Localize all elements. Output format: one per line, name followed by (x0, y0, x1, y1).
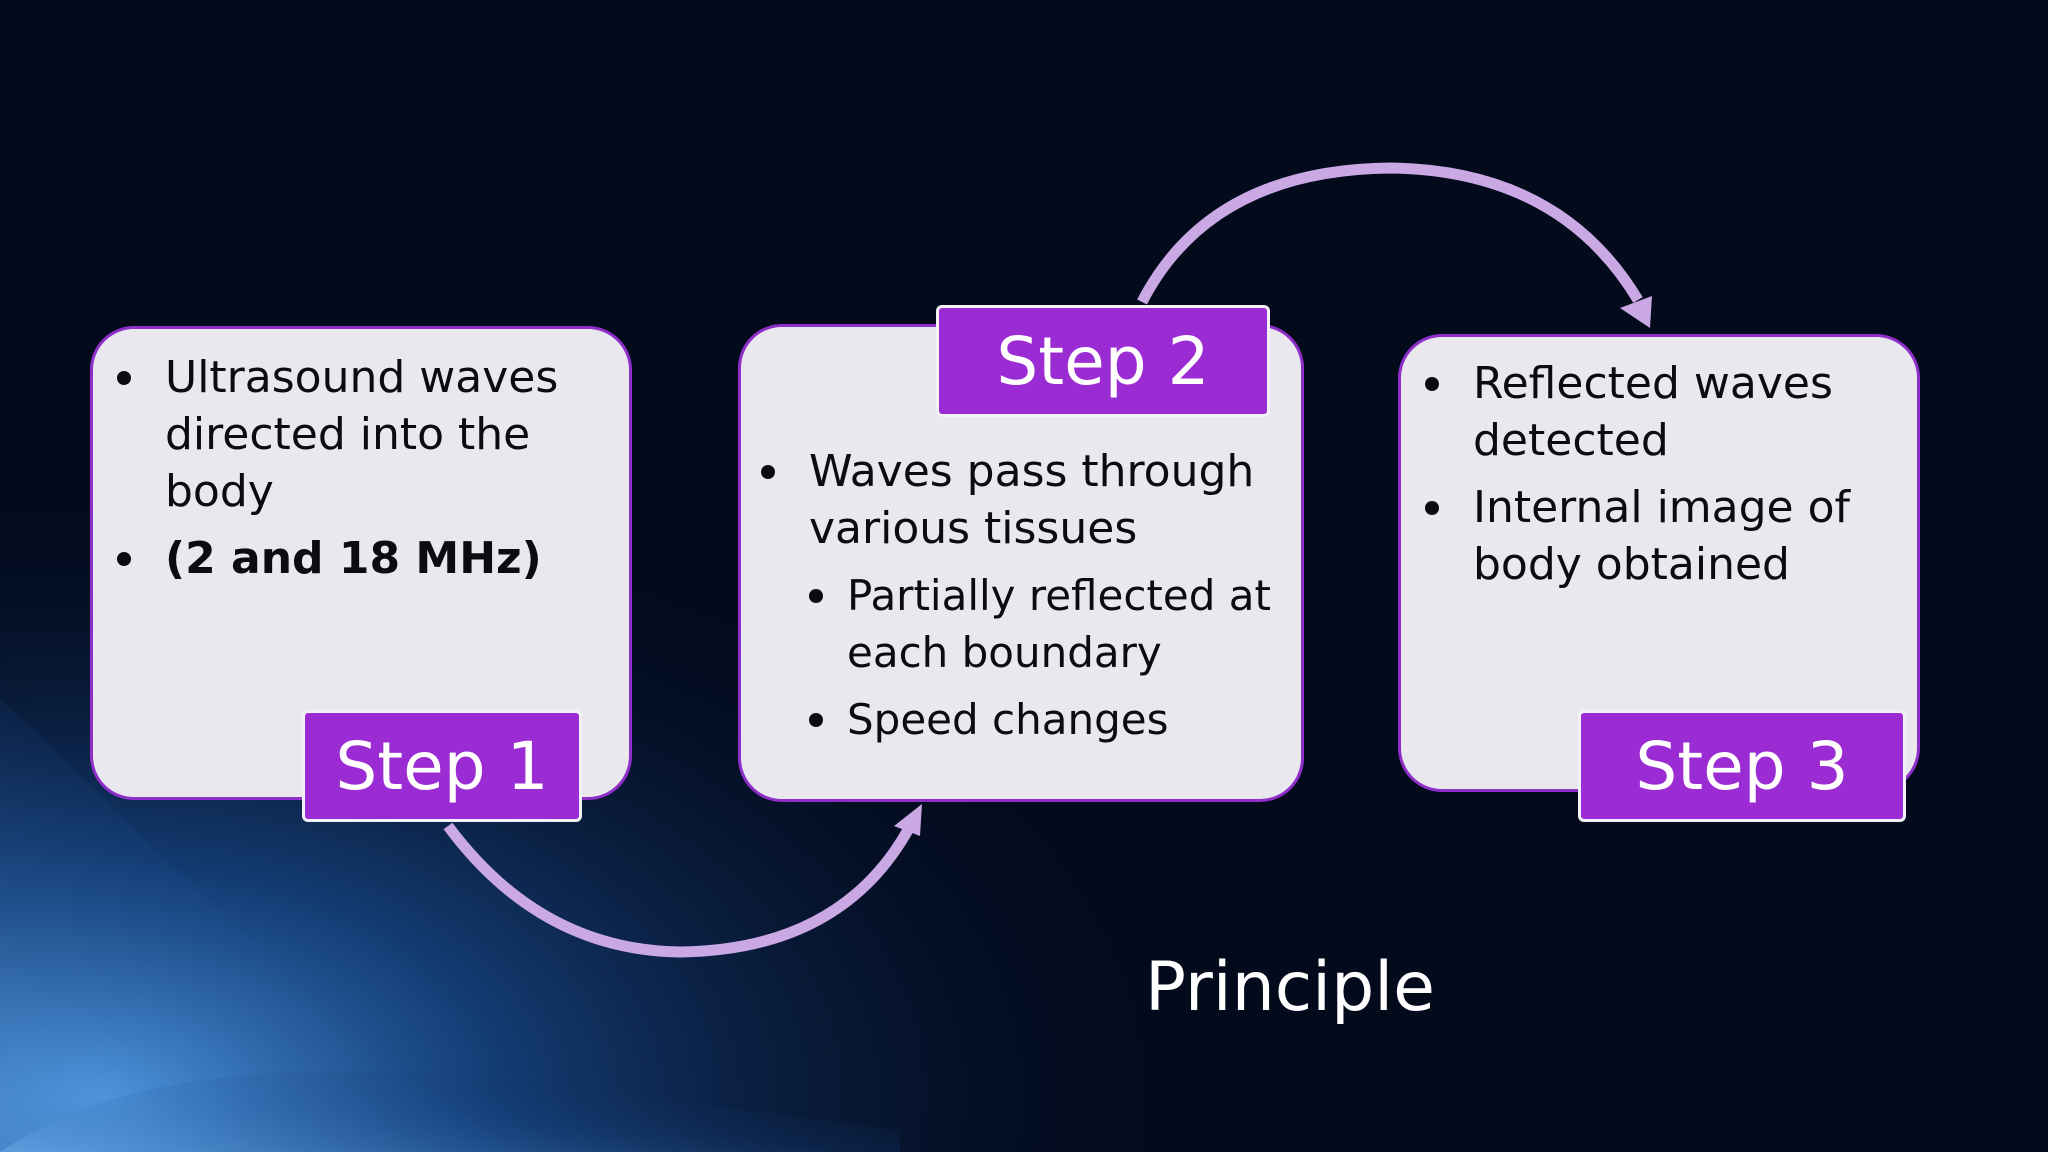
step2-label: Step 2 (936, 305, 1270, 417)
arrow-step2-to-step3 (1137, 162, 1643, 305)
step3-bullet-1: Reflected waves detected (1415, 355, 1905, 469)
step2-bullet-1: Waves pass through various tissues (751, 443, 1291, 557)
step2-subbullet-1: Partially reflected at each boundary (751, 567, 1291, 681)
step2-card: Waves pass through various tissues Parti… (738, 324, 1304, 802)
step1-bullet-1: Ultrasound waves directed into the body (107, 349, 607, 520)
arrow-step1-to-step2 (443, 822, 913, 958)
slide-title: Principle (1145, 948, 1435, 1027)
step3-label: Step 3 (1578, 710, 1906, 822)
step1-bullet-2: (2 and 18 MHz) (107, 530, 607, 587)
arrow-head-step3 (1620, 296, 1652, 328)
step3-bullet-2: Internal image of body obtained (1415, 479, 1905, 593)
step1-label: Step 1 (302, 710, 582, 822)
step2-subbullet-2: Speed changes (751, 691, 1291, 748)
arrow-head-step2 (894, 804, 922, 836)
